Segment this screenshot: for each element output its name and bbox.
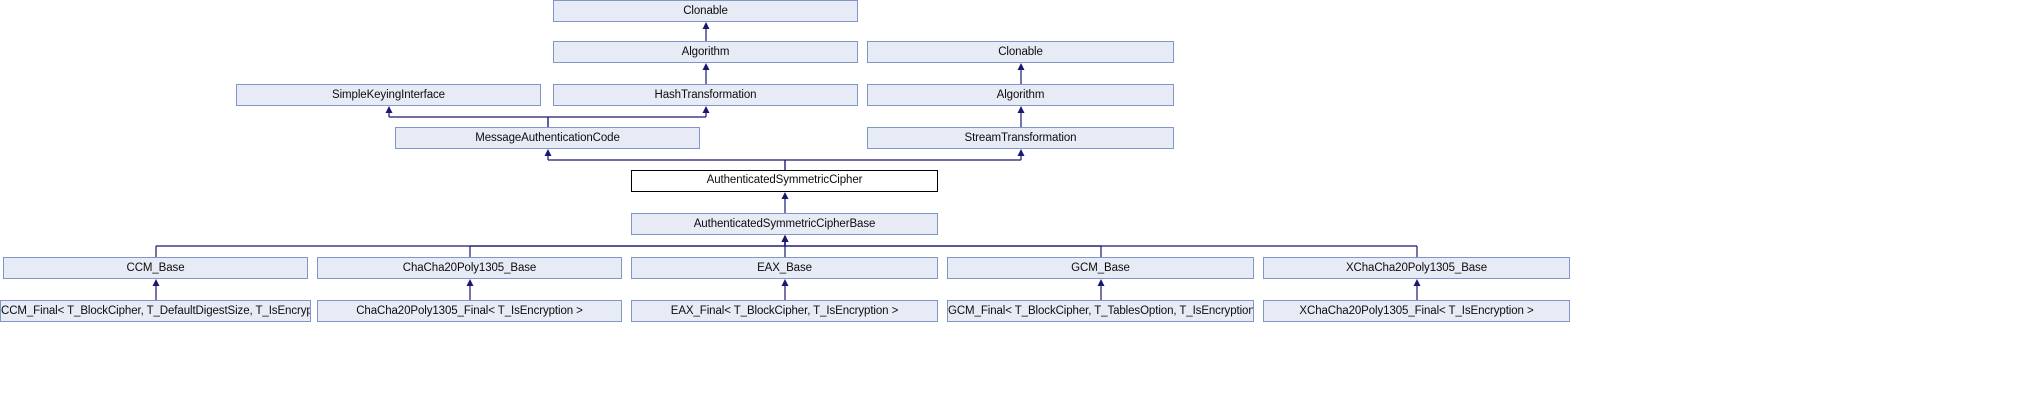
class-node-xchacha_final[interactable]: XChaCha20Poly1305_Final< T_IsEncryption … xyxy=(1263,300,1570,322)
class-node-clonable_r[interactable]: Clonable xyxy=(867,41,1174,63)
class-node-label: AuthenticatedSymmetricCipher xyxy=(706,174,863,186)
class-node-streamtransform[interactable]: StreamTransformation xyxy=(867,127,1174,149)
class-node-label: EAX_Final< T_BlockCipher, T_IsEncryption… xyxy=(670,305,899,317)
class-node-ccm_final[interactable]: CCM_Final< T_BlockCipher, T_DefaultDiges… xyxy=(0,300,311,322)
class-node-label: GCM_Final< T_BlockCipher, T_TablesOption… xyxy=(948,305,1254,317)
class-node-label: ChaCha20Poly1305_Base xyxy=(402,262,537,274)
class-node-label: AuthenticatedSymmetricCipherBase xyxy=(693,218,876,230)
class-node-chacha_base[interactable]: ChaCha20Poly1305_Base xyxy=(317,257,622,279)
class-node-label: Clonable xyxy=(683,5,728,17)
class-node-ccm_base[interactable]: CCM_Base xyxy=(3,257,308,279)
class-node-algorithm_l[interactable]: Algorithm xyxy=(553,41,858,63)
class-node-label: Algorithm xyxy=(681,46,730,58)
class-node-algorithm_r[interactable]: Algorithm xyxy=(867,84,1174,106)
class-node-label: MessageAuthenticationCode xyxy=(475,132,620,144)
class-node-label: HashTransformation xyxy=(654,89,757,101)
class-node-eax_base[interactable]: EAX_Base xyxy=(631,257,938,279)
class-node-simplekeying[interactable]: SimpleKeyingInterface xyxy=(236,84,541,106)
class-node-label: SimpleKeyingInterface xyxy=(332,89,445,101)
class-node-gcm_base[interactable]: GCM_Base xyxy=(947,257,1254,279)
class-node-xchacha_base[interactable]: XChaCha20Poly1305_Base xyxy=(1263,257,1570,279)
class-node-label: GCM_Base xyxy=(1071,262,1130,274)
class-node-label: CCM_Final< T_BlockCipher, T_DefaultDiges… xyxy=(1,305,311,317)
class-node-chacha_final[interactable]: ChaCha20Poly1305_Final< T_IsEncryption > xyxy=(317,300,622,322)
class-node-clonable_top[interactable]: Clonable xyxy=(553,0,858,22)
class-node-hashtransform[interactable]: HashTransformation xyxy=(553,84,858,106)
class-node-label: EAX_Base xyxy=(757,262,812,274)
class-node-label: XChaCha20Poly1305_Base xyxy=(1345,262,1488,274)
class-node-label: Algorithm xyxy=(996,89,1045,101)
class-node-label: ChaCha20Poly1305_Final< T_IsEncryption > xyxy=(356,305,583,317)
class-node-label: Clonable xyxy=(998,46,1043,58)
class-node-eax_final[interactable]: EAX_Final< T_BlockCipher, T_IsEncryption… xyxy=(631,300,938,322)
class-node-mac[interactable]: MessageAuthenticationCode xyxy=(395,127,700,149)
class-node-label: CCM_Base xyxy=(126,262,185,274)
class-node-label: XChaCha20Poly1305_Final< T_IsEncryption … xyxy=(1299,305,1534,317)
class-node-asc[interactable]: AuthenticatedSymmetricCipher xyxy=(631,170,938,192)
class-node-gcm_final[interactable]: GCM_Final< T_BlockCipher, T_TablesOption… xyxy=(947,300,1254,322)
class-node-label: StreamTransformation xyxy=(964,132,1077,144)
class-node-ascbase[interactable]: AuthenticatedSymmetricCipherBase xyxy=(631,213,938,235)
